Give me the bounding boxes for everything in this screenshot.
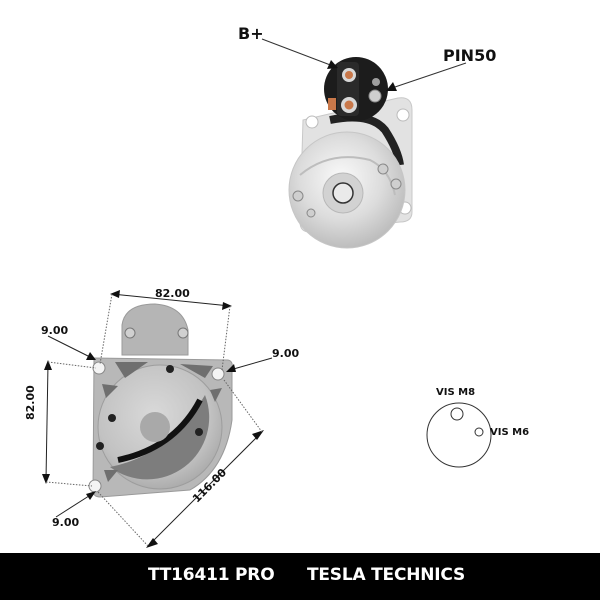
screw-m6-label: VIS M6 <box>490 427 530 438</box>
dimension-top-width: 82.00 <box>155 287 190 300</box>
hole-diameter-top-left: 9.00 <box>41 324 69 337</box>
footer-bar: TT16411 PRO TESLA TECHNICS <box>0 553 600 600</box>
dimension-left-height: 82.00 <box>24 385 37 420</box>
hole-diameter-top-right: 9.00 <box>272 347 300 360</box>
part-number: TT16411 PRO <box>148 565 275 585</box>
b-plus-terminal-label: B+ <box>238 24 264 43</box>
brand-name: TESLA TECHNICS <box>307 565 466 585</box>
screw-m8-label: VIS M8 <box>436 387 476 398</box>
pin50-terminal-label: PIN50 <box>443 46 497 65</box>
hole-diameter-bottom-left: 9.00 <box>52 516 80 529</box>
